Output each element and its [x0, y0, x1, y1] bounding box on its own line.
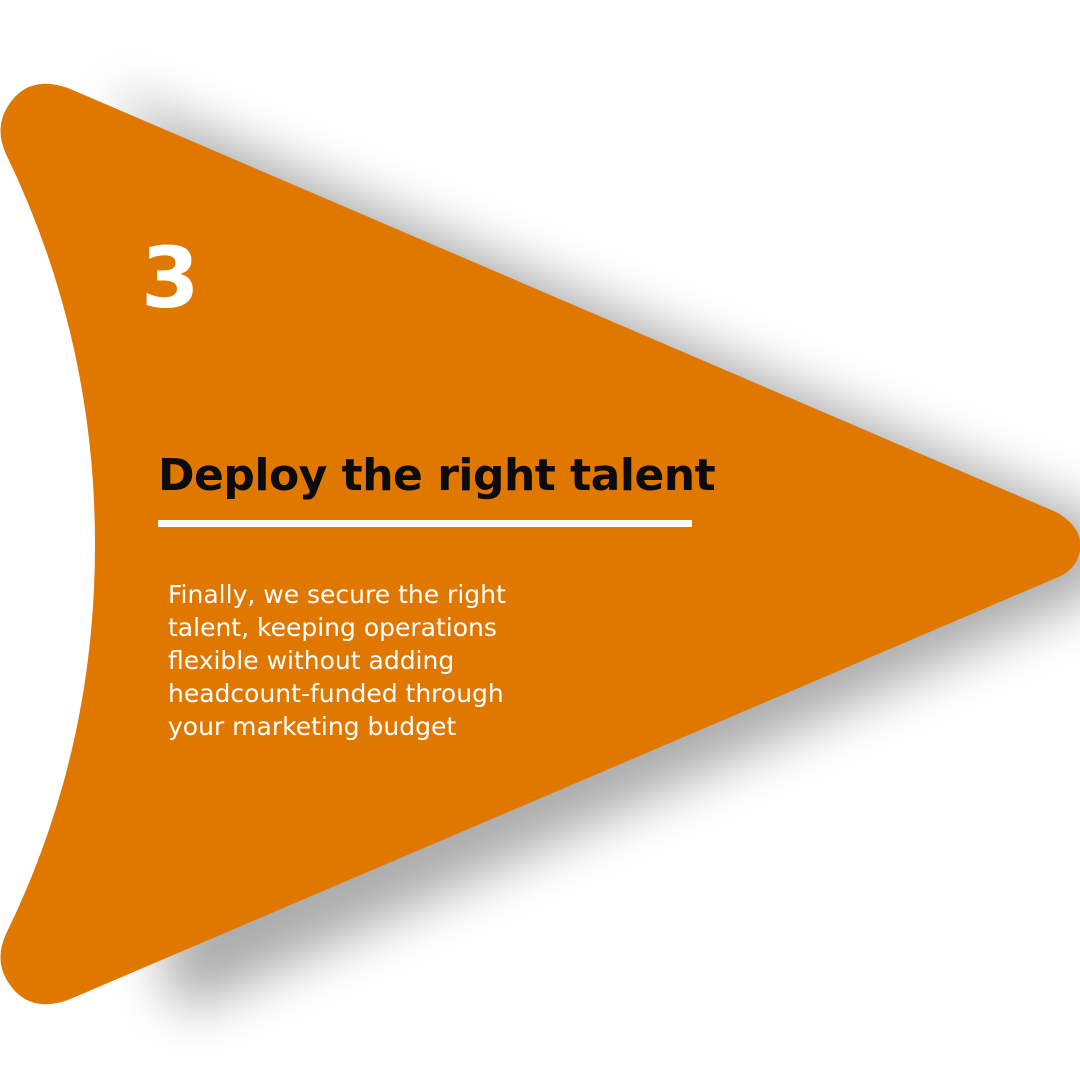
slide-title: Deploy the right talent	[158, 450, 716, 501]
title-underline	[158, 520, 692, 527]
slide-body-text: Finally, we secure the right talent, kee…	[168, 580, 506, 741]
arrow-body	[0, 83, 1080, 1005]
step-number: 3	[141, 229, 200, 327]
